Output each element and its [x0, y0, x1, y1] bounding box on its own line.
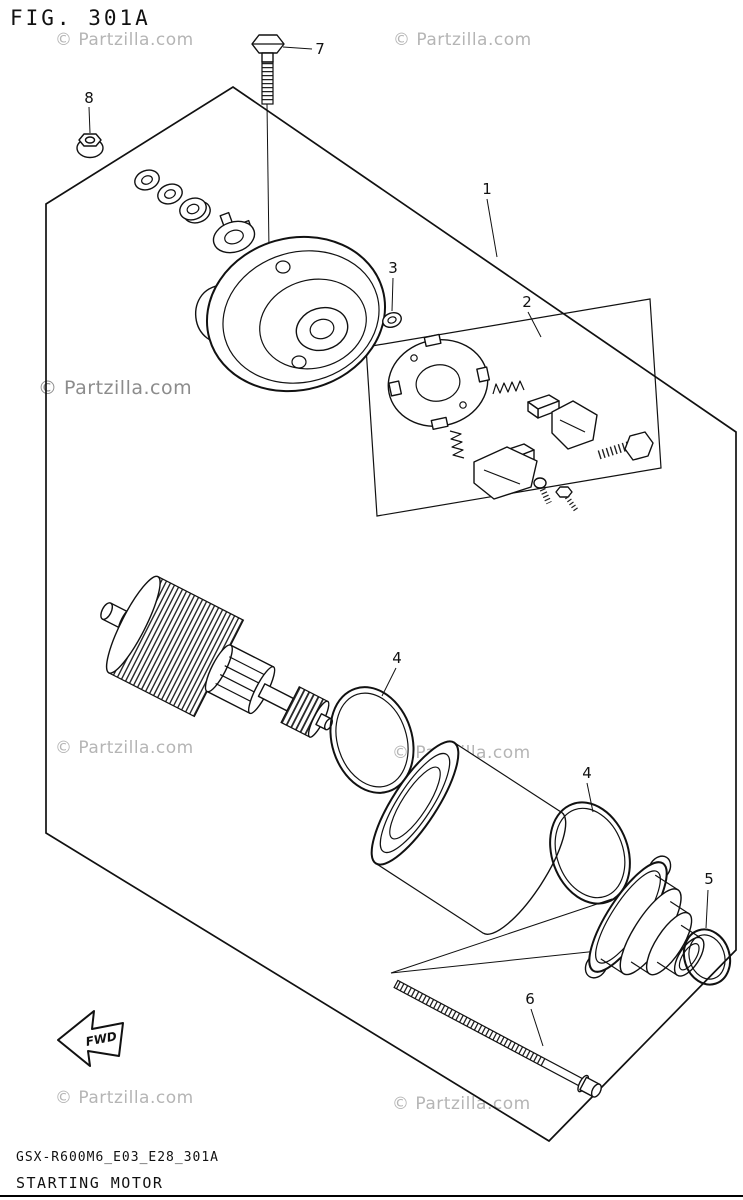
- watermark: © Partzilla.com: [38, 377, 193, 399]
- leader-lines: [88, 46, 709, 1047]
- brush-assembly-box: [365, 298, 662, 517]
- model-code-label: GSX-R600M6_E03_E28_301A: [16, 1150, 220, 1165]
- fwd-label: FWD: [84, 1029, 118, 1049]
- watermark: © Partzilla.com: [55, 738, 194, 758]
- end-cover-drawing: [584, 855, 705, 979]
- bolt-6-drawing: [393, 979, 602, 1098]
- callout-7[interactable]: 7: [315, 40, 325, 58]
- washer-3-drawing: [382, 311, 402, 329]
- stopper-drawing: [212, 211, 256, 254]
- bolt-7-drawing: [251, 34, 285, 105]
- armature-drawing: [100, 575, 333, 738]
- callout-8[interactable]: 8: [84, 89, 94, 107]
- callout-4-front[interactable]: 4: [392, 649, 402, 667]
- o-ring-4-front-drawing: [329, 686, 415, 794]
- watermark: © Partzilla.com: [55, 30, 194, 50]
- watermark: © Partzilla.com: [393, 30, 532, 50]
- callout-3[interactable]: 3: [388, 259, 398, 277]
- fwd-arrow-icon: FWD: [57, 1010, 124, 1067]
- callout-5[interactable]: 5: [704, 870, 714, 888]
- brush-holder-assembly-drawing: [387, 333, 654, 512]
- yoke-housing-drawing: [370, 740, 567, 935]
- callout-2[interactable]: 2: [522, 293, 532, 311]
- figure-title: STARTING MOTOR: [16, 1174, 164, 1192]
- diagram-frame: [45, 85, 737, 1143]
- o-ring-5-drawing: [682, 928, 732, 986]
- front-bracket-drawing: [195, 235, 387, 393]
- bottom-border-line: [0, 1195, 743, 1197]
- callout-6[interactable]: 6: [525, 990, 535, 1008]
- callout-4-rear[interactable]: 4: [582, 764, 592, 782]
- nut-8-drawing: [76, 133, 104, 159]
- watermark: © Partzilla.com: [55, 1088, 194, 1108]
- o-ring-4-rear-drawing: [549, 801, 631, 905]
- figure-number-label: FIG. 301A: [10, 6, 151, 30]
- callout-labels: 1 2 3 4 4 5 6 7 8: [84, 40, 714, 1008]
- washer-set-drawing: [134, 169, 211, 224]
- callout-1[interactable]: 1: [482, 180, 492, 198]
